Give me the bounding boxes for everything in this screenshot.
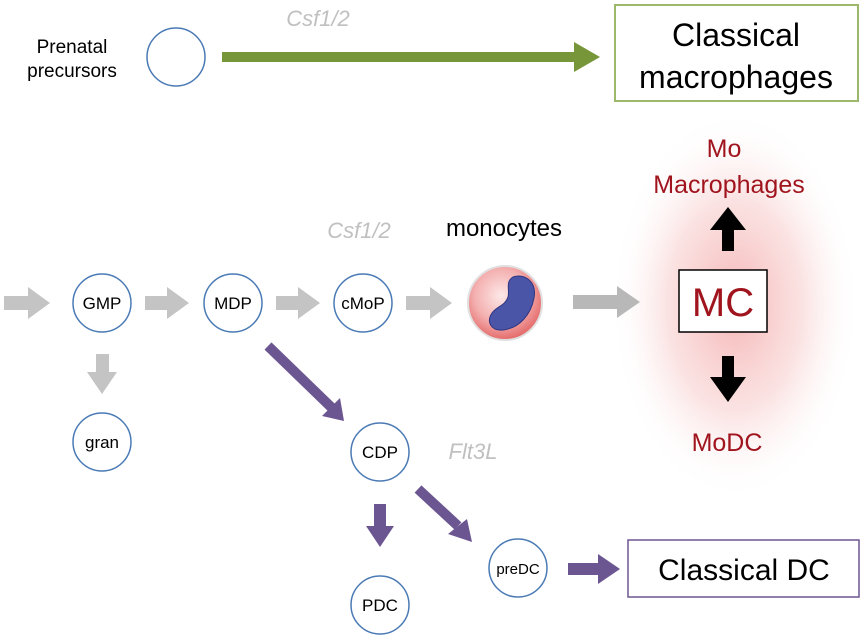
classical-dc-label: Classical DC bbox=[658, 554, 830, 587]
pdc-label: PDC bbox=[362, 596, 398, 615]
monocytes-label: monocytes bbox=[446, 215, 562, 242]
prenatal-label-line2: precursors bbox=[27, 61, 117, 82]
classical-macrophages-line1: Classical bbox=[672, 17, 800, 53]
gray-arrow-gmp-gran bbox=[87, 354, 117, 394]
cdp-node bbox=[350, 422, 410, 482]
macrophages-label: Macrophages bbox=[653, 171, 804, 199]
classical-macrophages-line2: macrophages bbox=[639, 59, 833, 95]
cdp-label: CDP bbox=[362, 443, 398, 462]
mdp-node bbox=[203, 273, 263, 333]
predc-label: preDC bbox=[496, 561, 540, 578]
gmp-node bbox=[72, 273, 132, 333]
mdp-label: MDP bbox=[214, 294, 252, 313]
black-arrow-up bbox=[710, 207, 746, 251]
modc-label: MoDC bbox=[692, 429, 763, 457]
gray-arrow-entry bbox=[4, 287, 50, 319]
pdc-node bbox=[350, 575, 410, 635]
gray-arrow-mdp-cmop bbox=[276, 287, 320, 319]
purple-arrow-predc-classical-dc bbox=[568, 554, 620, 584]
prenatal-precursor-node bbox=[146, 27, 206, 87]
prenatal-label-line1: Prenatal bbox=[37, 37, 108, 58]
purple-arrow-cdp-predc bbox=[414, 485, 472, 542]
csf-middle-label: Csf1/2 bbox=[327, 218, 391, 243]
mc-label: MC bbox=[692, 281, 754, 325]
mc-box bbox=[678, 269, 768, 333]
gran-label: gran bbox=[85, 433, 119, 452]
purple-arrow-cdp-pdc bbox=[366, 504, 394, 547]
cmop-label: cMoP bbox=[341, 294, 384, 313]
purple-arrow-mdp-cdp bbox=[264, 342, 344, 421]
gray-arrow-monocyte-mc bbox=[573, 286, 640, 318]
csf-top-label: Csf1/2 bbox=[286, 6, 350, 31]
flt3l-label: Flt3L bbox=[449, 439, 498, 464]
green-arrow bbox=[222, 42, 600, 72]
gran-node bbox=[72, 412, 132, 472]
monocyte-nucleus bbox=[489, 275, 535, 331]
mo-label: Mo bbox=[707, 135, 742, 163]
gray-arrow-cmop-monocyte bbox=[406, 287, 452, 319]
classical-macrophages-box bbox=[614, 4, 859, 102]
gray-arrow-gmp-mdp bbox=[145, 287, 189, 319]
black-arrow-down bbox=[710, 356, 746, 402]
classical-dc-box bbox=[627, 539, 860, 598]
predc-node bbox=[488, 538, 548, 598]
gmp-label: GMP bbox=[83, 294, 122, 313]
cmop-node bbox=[333, 273, 393, 333]
